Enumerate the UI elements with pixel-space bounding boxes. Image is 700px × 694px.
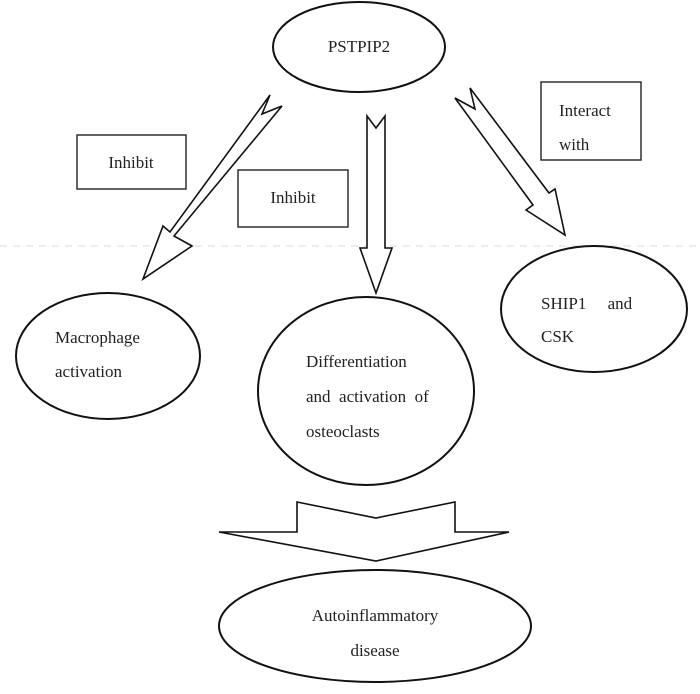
node-osteoclasts-line1: Differentiation [306, 352, 407, 371]
node-macrophage-line2: activation [55, 362, 123, 381]
arrow-inhibit-macrophage [141, 94, 283, 282]
node-macrophage-line1: Macrophage [55, 328, 140, 347]
node-osteoclasts-ellipse [257, 296, 475, 486]
node-macrophage-ellipse [15, 292, 201, 420]
node-macrophage-activation: Macrophage activation [15, 292, 201, 420]
node-disease-line1: Autoinflammatory [312, 606, 439, 625]
node-disease-ellipse [218, 569, 532, 683]
label-inhibit-middle: Inhibit [270, 188, 316, 207]
label-inhibit-left: Inhibit [108, 153, 154, 172]
label-interact-line2: with [559, 135, 590, 154]
node-ship1-csk: SHIP1 and CSK [500, 245, 688, 373]
node-osteoclasts-line2: and activation of [306, 387, 429, 406]
arrow-to-disease [218, 501, 510, 562]
label-box-inhibit-middle: Inhibit [237, 169, 349, 228]
node-ship1-ellipse [500, 245, 688, 373]
label-box-interact: Interact with [540, 81, 642, 161]
node-disease-line2: disease [350, 641, 399, 660]
label-box-inhibit-left: Inhibit [76, 134, 187, 190]
node-pstpip2: PSTPIP2 [272, 1, 446, 93]
label-box-inhibit-middle-rect [237, 169, 349, 228]
arrow-inhibit-osteoclasts [358, 113, 394, 296]
node-osteoclasts: Differentiation and activation of osteoc… [257, 296, 475, 486]
node-pstpip2-label: PSTPIP2 [328, 37, 390, 56]
label-box-interact-rect [540, 81, 642, 161]
label-interact-line1: Interact [559, 101, 611, 120]
node-osteoclasts-line3: osteoclasts [306, 422, 380, 441]
label-box-inhibit-left-rect [76, 134, 187, 190]
node-ship1-line2: CSK [541, 327, 575, 346]
node-pstpip2-ellipse [272, 1, 446, 93]
node-autoinflammatory-disease: Autoinflammatory disease [218, 569, 532, 683]
node-ship1-line1: SHIP1 and [541, 294, 633, 313]
arrow-interact-ship1 [454, 87, 567, 237]
